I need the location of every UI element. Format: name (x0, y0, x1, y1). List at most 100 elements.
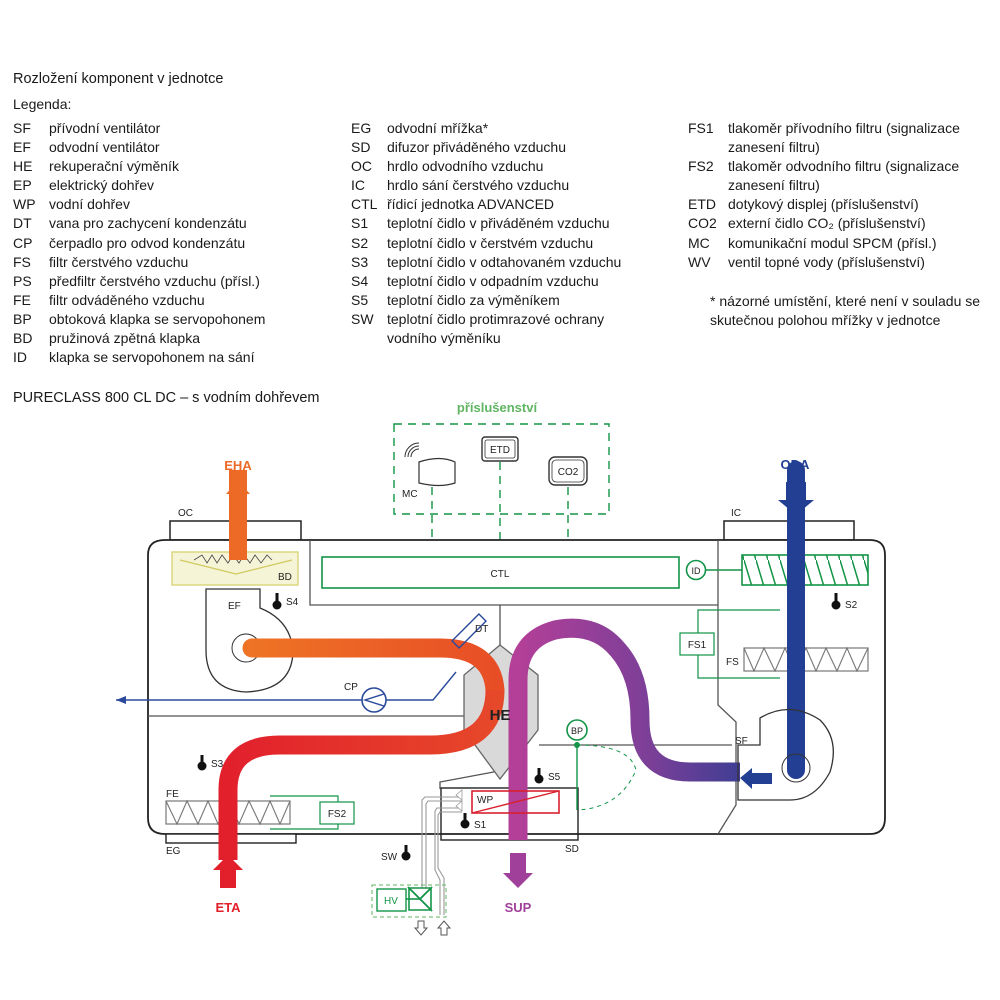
legend-code: SW (351, 310, 374, 327)
id-actuator[interactable] (685, 559, 707, 581)
legend-description: odvodní mřížka* (387, 120, 489, 136)
ctl-label: CTL (491, 569, 510, 580)
svg-text:S1: S1 (474, 820, 487, 831)
svg-text:DT: DT (475, 624, 488, 635)
legend-item: vodního výměníku (351, 329, 621, 348)
mc-module[interactable]: MC (402, 442, 456, 500)
sup-arrow: SUP (503, 853, 533, 915)
legend-code: FE (13, 291, 31, 308)
id-label: ID (692, 566, 702, 576)
legend-item: S2 teplotní čidlo v čerstvém vzduchu (351, 234, 621, 253)
legend-code: BP (13, 310, 32, 327)
hv-actuator[interactable] (376, 888, 407, 912)
legend-item: SD difuzor přiváděného vzduchu (351, 138, 621, 157)
legend-description: hrdlo odvodního vzduchu (387, 158, 544, 175)
legend-code: HE (13, 158, 33, 175)
legend-item: zanesení filtru) (688, 138, 960, 157)
legend-description: teplotní čidlo v přiváděném vzduchu (387, 215, 610, 232)
legend-code: FS (13, 253, 31, 270)
fs2-pressure-gauge[interactable] (319, 801, 355, 825)
legend-code: S3 (351, 253, 369, 270)
bp-label: BP (571, 726, 583, 736)
legend-description: přívodní ventilátor (49, 120, 161, 136)
legend-description: tlakoměr přívodního filtru (signalizace (728, 120, 960, 136)
legend-description: předfiltr čerstvého vzduchu (přísl.) (49, 272, 260, 289)
sf-supply-fan (737, 708, 834, 801)
bp-bypass-damper[interactable] (566, 719, 588, 741)
etd-display[interactable]: ETD (481, 436, 519, 462)
svg-text:ETA: ETA (215, 900, 241, 915)
legend-description: obtoková klapka se servopohonem (49, 310, 266, 327)
eg-label: EG (166, 846, 181, 857)
etd-label: ETD (490, 445, 510, 456)
fs-filter (743, 646, 869, 673)
accessories-label: příslušenství (457, 400, 538, 415)
svg-text:S4: S4 (286, 597, 299, 608)
legend-code: SF (13, 120, 31, 136)
legend-description: zanesení filtru) (728, 139, 820, 156)
legend-item: CTL řídicí jednotka ADVANCED (351, 195, 621, 214)
sf-outlet-arrow (740, 768, 772, 789)
legend-label: Legenda: (13, 96, 72, 112)
s3-sensor: S3 (197, 755, 224, 771)
legend-description: filtr čerstvého vzduchu (49, 253, 189, 270)
legend-item: SF přívodní ventilátor (13, 119, 265, 138)
hv-label: HV (384, 896, 398, 907)
legend-description: teplotní čidlo v odpadním vzduchu (387, 272, 599, 289)
legend-description: hrdlo sání čerstvého vzduchu (387, 177, 570, 194)
legend-description: vodního výměníku (387, 330, 501, 347)
three-way-valve-icon[interactable] (406, 886, 433, 912)
heating-water-pipes (421, 796, 462, 915)
svg-text:SW: SW (381, 852, 398, 863)
fs2-label: FS2 (328, 809, 347, 820)
s5-sensor: S5 (534, 768, 561, 784)
sw-sensor: SW (381, 845, 411, 863)
fs1-pressure-gauge[interactable] (679, 632, 715, 656)
svg-text:ODA: ODA (781, 457, 811, 472)
legend-description: řídicí jednotka ADVANCED (387, 196, 555, 213)
legend-description: teplotní čidlo za výměníkem (387, 291, 560, 308)
legend-description: teplotní čidlo v čerstvém vzduchu (387, 234, 594, 251)
legend-item: zanesení filtru) (688, 176, 960, 195)
legend-code: S4 (351, 272, 369, 289)
legend-description: zanesení filtru) (728, 177, 820, 194)
internal-partitions (148, 540, 737, 835)
legend-footnote: * názorné umístění, které není v souladu… (710, 292, 1000, 330)
footnote-line-2: skutečnou polohou mřížky v jednotce (710, 312, 941, 328)
legend-description: difuzor přiváděného vzduchu (387, 139, 567, 156)
eta-arrow: ETA (213, 855, 243, 915)
co2-sensor[interactable]: CO2 (548, 456, 588, 486)
legend-code: PS (13, 272, 32, 289)
legend-description: odvodní ventilátor (49, 139, 160, 156)
wp-label: WP (477, 795, 493, 806)
legend-item: S4 teplotní čidlo v odpadním vzduchu (351, 272, 621, 291)
legend-code: SD (351, 139, 371, 156)
eha-arrow: EHA (224, 458, 252, 520)
legend-code: CTL (351, 196, 378, 213)
he-label: HE (490, 707, 511, 724)
legend-description: teplotní čidlo v odtahovaném vzduchu (387, 253, 622, 270)
legend-item: BP obtoková klapka se servopohonem (13, 310, 265, 329)
s1-sensor: S1 (460, 813, 487, 831)
ctl-controller[interactable] (321, 556, 680, 589)
legend-code: WP (13, 196, 36, 213)
legend-code: S2 (351, 234, 369, 251)
drain-outlet-arrow (116, 696, 126, 704)
svg-text:CP: CP (344, 682, 358, 693)
legend-code: WV (688, 253, 711, 270)
svg-text:EHA: EHA (224, 458, 252, 473)
water-inlet-arrow (436, 920, 452, 936)
